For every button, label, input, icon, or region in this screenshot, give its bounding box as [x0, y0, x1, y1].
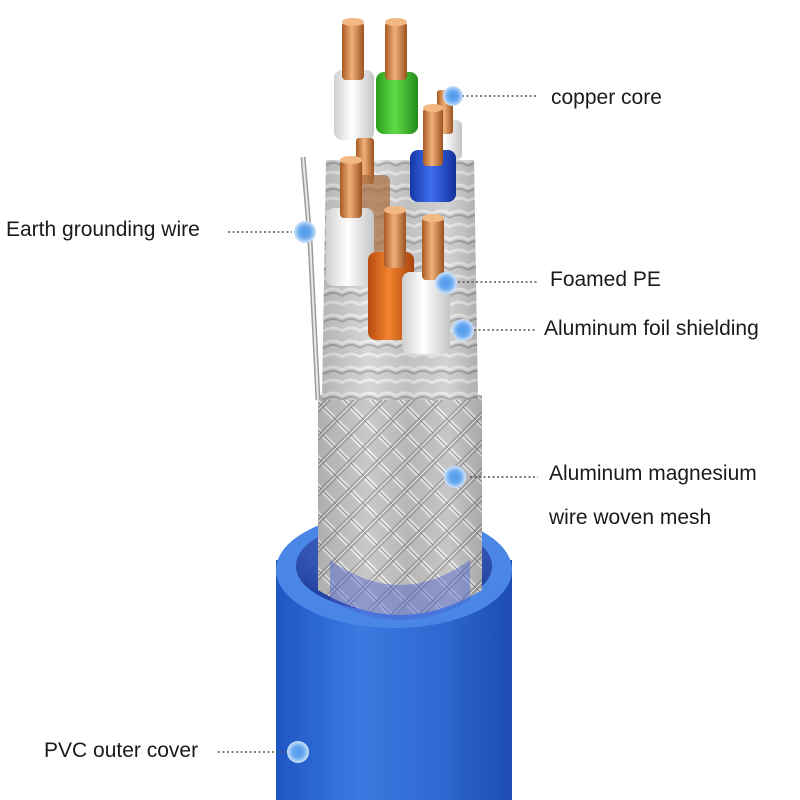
earth-grounding-wire: [300, 156, 321, 401]
green-conductor: [376, 18, 418, 134]
label-woven-mesh-line-1: Aluminum magnesium: [549, 462, 757, 485]
marker-foamed-pe: [435, 272, 457, 294]
markers: [287, 86, 474, 763]
white-conductor-3: [402, 214, 450, 354]
marker-earth-wire: [294, 221, 316, 243]
marker-mesh: [444, 466, 466, 488]
woven-mesh: [318, 395, 482, 620]
blue-conductor: [410, 104, 456, 202]
marker-pvc: [287, 741, 309, 763]
marker-foil: [452, 319, 474, 341]
conductors: [326, 18, 462, 354]
label-woven-mesh-line-2: wire woven mesh: [549, 506, 712, 529]
white-conductor-2: [326, 156, 374, 286]
marker-copper-core: [443, 86, 463, 106]
leader-lines: [218, 95, 538, 753]
label-earth-grounding-wire: Earth grounding wire: [6, 218, 200, 241]
label-pvc-outer-cover: PVC outer cover: [44, 739, 199, 762]
label-copper-core: copper core: [551, 86, 662, 109]
white-conductor-1: [334, 18, 374, 140]
label-aluminum-foil-shielding: Aluminum foil shielding: [544, 317, 759, 340]
label-foamed-pe: Foamed PE: [550, 268, 661, 291]
